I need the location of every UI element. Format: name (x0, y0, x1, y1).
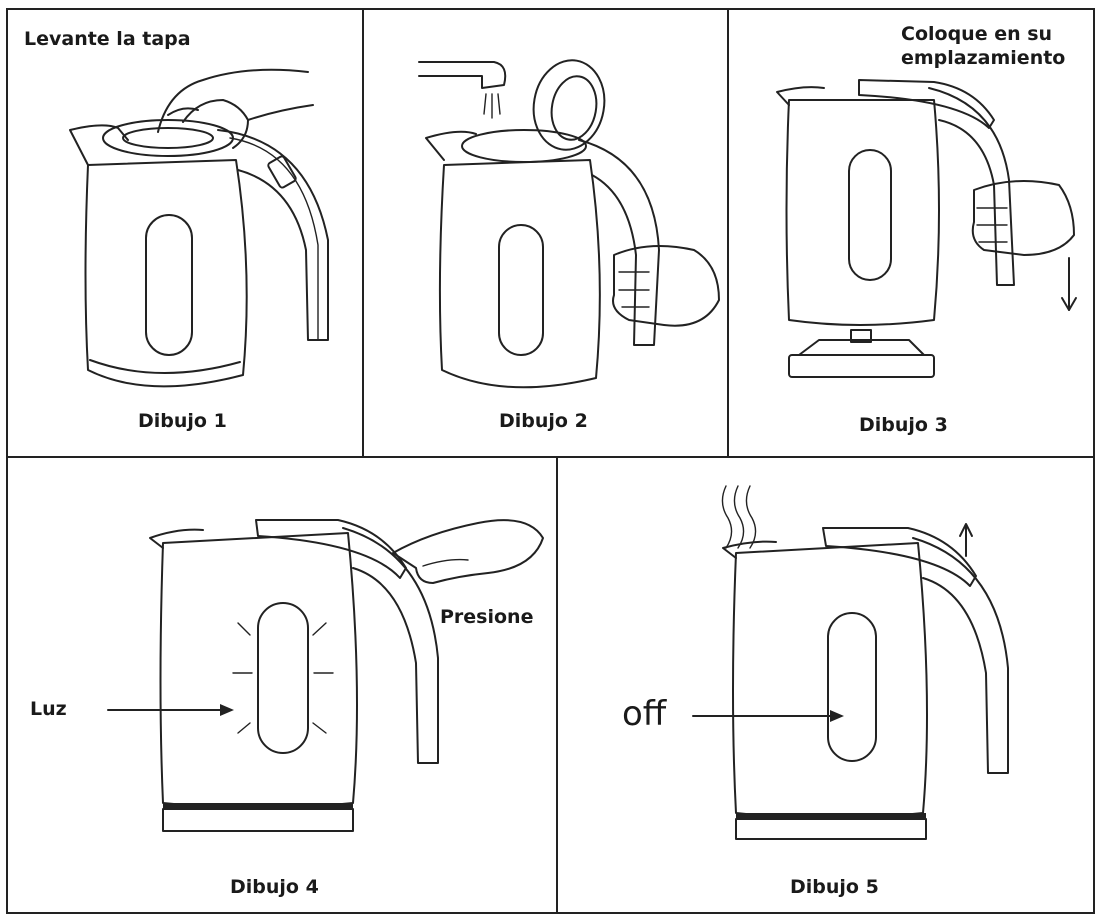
kettle-filling-illustration (364, 10, 729, 458)
label-place-in-position: Coloque en su emplazamiento (901, 22, 1065, 70)
panel-dibujo-2: Dibujo 2 (362, 8, 729, 458)
label-line-2: emplazamiento (901, 46, 1065, 70)
panel-dibujo-1: Levante la tapa Dibujo 1 (6, 8, 364, 458)
caption-dibujo-4: Dibujo 4 (230, 876, 319, 898)
panel-dibujo-3: Coloque en su emplazamiento Dibujo 3 (727, 8, 1095, 458)
caption-dibujo-5: Dibujo 5 (790, 876, 879, 898)
kettle-place-on-base-illustration (729, 10, 1095, 458)
panel-dibujo-5: off Dibujo 5 (556, 456, 1095, 914)
label-press: Presione (440, 606, 533, 628)
label-off: off (622, 694, 666, 734)
label-line-1: Coloque en su (901, 22, 1065, 46)
caption-dibujo-3: Dibujo 3 (859, 414, 948, 436)
label-lift-lid: Levante la tapa (24, 28, 191, 50)
kettle-open-lid-illustration (8, 10, 364, 458)
panel-dibujo-4: Presione Luz Dibujo 4 (6, 456, 558, 914)
kettle-switch-off-illustration (558, 458, 1095, 914)
label-light: Luz (30, 698, 67, 720)
caption-dibujo-2: Dibujo 2 (499, 410, 588, 432)
kettle-switch-on-illustration (8, 458, 558, 914)
caption-dibujo-1: Dibujo 1 (138, 410, 227, 432)
